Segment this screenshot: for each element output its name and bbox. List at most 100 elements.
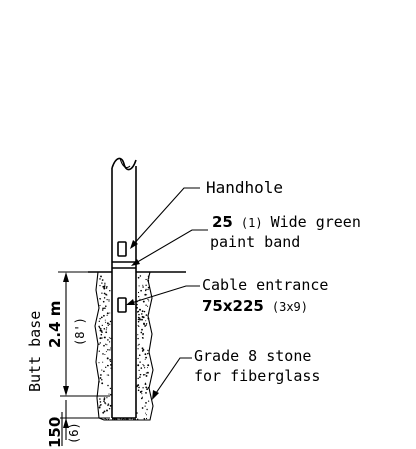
dim-arrow-down bbox=[63, 386, 69, 396]
stone-dot bbox=[99, 285, 101, 287]
stone-dot bbox=[106, 285, 108, 288]
stone-dot bbox=[106, 314, 108, 316]
stone-dot bbox=[98, 320, 100, 322]
cable-entrance-arrow bbox=[126, 299, 135, 305]
stone-dot bbox=[100, 316, 103, 319]
handhole-opening bbox=[117, 241, 127, 257]
depth-imperial-label: (8') bbox=[73, 317, 87, 346]
stone-dot bbox=[101, 330, 103, 332]
dim-arrow-up bbox=[63, 272, 69, 282]
stone-dot bbox=[105, 305, 107, 307]
stone-dot bbox=[145, 386, 148, 389]
stone-dot bbox=[107, 349, 109, 351]
stone-dot bbox=[137, 344, 139, 346]
stone-dot bbox=[99, 337, 102, 340]
stone-dot bbox=[107, 384, 109, 387]
stone-dot bbox=[144, 353, 147, 356]
stone-dot bbox=[138, 386, 140, 389]
stone-dot bbox=[137, 318, 140, 321]
stone-dot bbox=[104, 353, 106, 356]
pole-break-top bbox=[111, 157, 137, 171]
paint-band-size: 25 bbox=[212, 213, 233, 231]
stone-dot bbox=[108, 300, 110, 302]
stone-dot bbox=[141, 310, 144, 313]
stone-dot bbox=[108, 299, 110, 301]
stone-dot bbox=[106, 397, 108, 399]
stone-dot bbox=[144, 405, 146, 407]
stone-dot bbox=[147, 288, 149, 291]
stone-dot bbox=[141, 390, 143, 393]
stone-dot bbox=[145, 288, 147, 291]
paint-band-label-line1: 25 (1) Wide green bbox=[212, 213, 361, 231]
stone-dot bbox=[99, 401, 102, 403]
stone-dot bbox=[140, 289, 142, 292]
stone-dot bbox=[138, 325, 140, 328]
bottom-metric-label: 150 bbox=[46, 417, 64, 448]
stone-dot bbox=[141, 396, 144, 398]
stone-dot bbox=[99, 304, 101, 307]
stone-dot bbox=[137, 377, 139, 380]
stone-dot bbox=[101, 378, 103, 381]
stone-label-line2: for fiberglass bbox=[194, 367, 320, 385]
stone-dot bbox=[103, 410, 106, 413]
stone-dot bbox=[146, 408, 148, 411]
stone-dot bbox=[126, 419, 128, 421]
stone-dot bbox=[103, 344, 105, 347]
stone-leader bbox=[153, 357, 192, 397]
handhole-arrow bbox=[130, 240, 138, 249]
stone-dot bbox=[143, 310, 146, 313]
stone-dot bbox=[137, 384, 140, 387]
stone-dot bbox=[107, 374, 110, 376]
stone-dot bbox=[141, 328, 143, 331]
stone-dot bbox=[145, 284, 147, 286]
cable-entrance-size-line: 75x225 (3x9) bbox=[202, 297, 308, 315]
stone-dot bbox=[104, 284, 106, 286]
stone-dot bbox=[99, 317, 101, 320]
stone-dot bbox=[141, 393, 143, 395]
stone-dot bbox=[102, 279, 104, 281]
paint-band-imperial: (1) bbox=[241, 216, 263, 230]
stone-dot bbox=[139, 298, 141, 300]
stone-dot bbox=[101, 292, 103, 294]
stone-dot bbox=[145, 356, 147, 359]
stone-dot bbox=[106, 409, 108, 412]
stone-dot bbox=[147, 349, 149, 352]
stone-dot bbox=[139, 275, 142, 277]
stone-dot bbox=[106, 322, 109, 325]
stone-dot bbox=[138, 343, 140, 346]
stone-dot bbox=[103, 397, 106, 399]
stone-dot bbox=[144, 293, 147, 296]
butt-base-label: Butt base bbox=[26, 311, 44, 392]
stone-dot bbox=[142, 300, 145, 303]
stone-dot bbox=[143, 418, 145, 420]
stone-dot bbox=[147, 286, 150, 289]
stone-dot bbox=[108, 341, 111, 343]
stone-dot bbox=[104, 402, 106, 404]
stone-dot bbox=[107, 339, 109, 341]
stone-dot bbox=[103, 314, 105, 317]
bottom-imperial-label: (6) bbox=[67, 422, 81, 444]
stone-dot bbox=[124, 418, 126, 420]
stone-dot bbox=[145, 417, 148, 420]
stone-dot bbox=[102, 300, 105, 303]
stone-dot bbox=[142, 364, 144, 366]
stone-dot bbox=[137, 310, 140, 313]
stone-dot bbox=[105, 351, 107, 353]
stone-dot bbox=[139, 318, 141, 321]
cable-entrance-label: Cable entrance bbox=[202, 276, 328, 294]
stone-dot bbox=[146, 388, 149, 391]
stone-dot bbox=[109, 404, 112, 407]
stone-dot bbox=[137, 337, 139, 340]
stone-dot bbox=[145, 320, 147, 322]
stone-dot bbox=[106, 312, 109, 315]
stone-dot bbox=[146, 367, 148, 369]
stone-dot bbox=[109, 290, 111, 292]
stone-dot bbox=[98, 406, 101, 409]
stone-dot bbox=[105, 366, 107, 368]
stone-dot bbox=[109, 347, 112, 349]
stone-dot bbox=[98, 381, 100, 383]
stone-dot bbox=[100, 403, 102, 406]
stone-dot bbox=[106, 357, 109, 360]
stone-dot bbox=[137, 348, 139, 350]
stone-dot bbox=[137, 324, 139, 326]
